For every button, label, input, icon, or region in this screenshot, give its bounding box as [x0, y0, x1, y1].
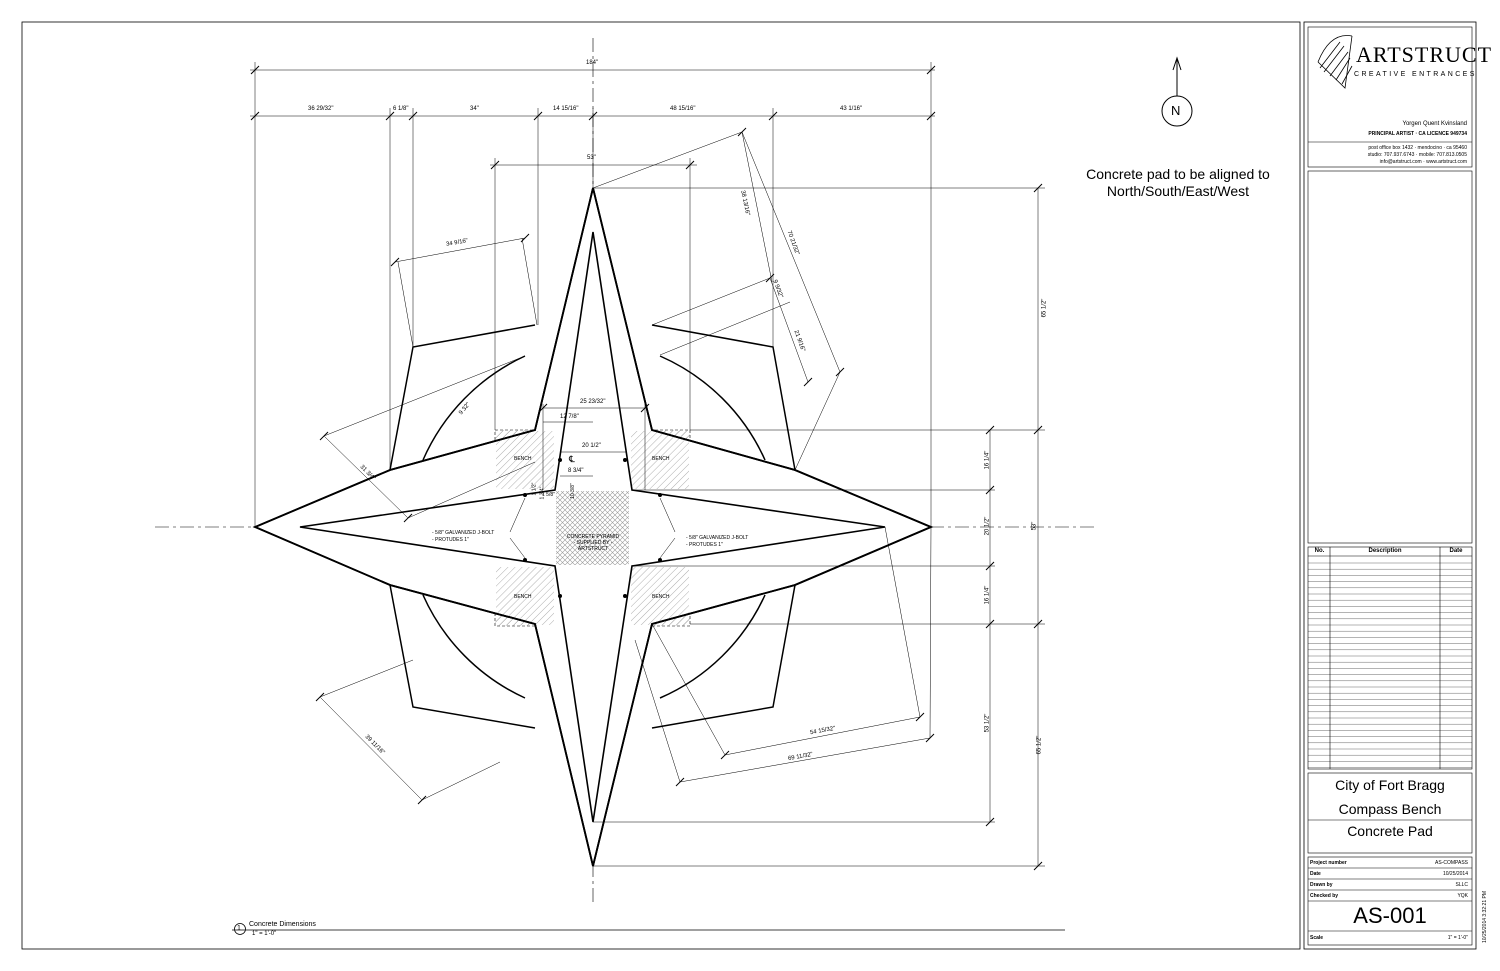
dim-20-1-2: 20 1/2": [582, 443, 601, 449]
logo-mark: [1317, 35, 1353, 89]
field-label-date: Date: [1310, 871, 1321, 877]
revision-header-no: No.: [1314, 548, 1325, 554]
pyramid-line-1: CONCRETE PYRAMID: [566, 534, 620, 540]
contact-line-3: info@artstruct.com · www.artstruct.com: [1379, 159, 1467, 165]
dim-right-53-1-2: 53 1/2": [984, 713, 991, 733]
caption-number: 1: [237, 925, 241, 932]
contact-line-2: studio: 707.937.6743 · mobile: 707.813.0…: [1367, 152, 1467, 158]
jbolt-label-right: - 5/8" GALVANIZED J-BOLT - PROTUDES 1": [686, 535, 748, 549]
dimension-lines: [232, 62, 1065, 931]
dim-1-5-8: 1 5/8": [542, 492, 555, 498]
jbolt-leaders: [509, 497, 676, 559]
pyramid-label: CONCRETE PYRAMID - SUPPLIED BY - ARTSTRU…: [556, 534, 630, 552]
alignment-note-line-1: Concrete pad to be aligned to: [1086, 166, 1270, 182]
bench-label-sw: BENCH: [514, 594, 532, 600]
revision-header-description: Description: [1368, 548, 1402, 554]
dim-overall-width: 184": [586, 60, 599, 66]
dim-right-65-1-2-top: 65 1/2": [1041, 298, 1048, 318]
scale-value: 1" = 1'-0": [1447, 935, 1468, 941]
dim-top-53: 53": [587, 155, 596, 161]
bench-label-se: BENCH: [652, 594, 670, 600]
field-label-project-number: Project number: [1310, 860, 1347, 866]
jbolt-left-line-1: - 5/8" GALVANIZED J-BOLT: [432, 530, 495, 536]
artist-name: Yorgen Quent Kvinsland: [1402, 121, 1468, 127]
dim-seg4: 14 15/16": [553, 106, 579, 112]
dim-25-23-32: 25 23/32": [580, 399, 606, 405]
revision-header-date: Date: [1449, 548, 1463, 554]
dim-seg5: 48 15/16": [670, 106, 696, 112]
jbolt-left-line-2: - PROTUDES 1": [432, 537, 469, 543]
caption-scale: 1" = 1'-0": [252, 931, 277, 937]
sheet-border: [21, 21, 1301, 950]
dim-seg1: 36 29/32": [308, 106, 334, 112]
alignment-note: Concrete pad to be aligned to North/Sout…: [1060, 166, 1296, 200]
pyramid-line-3: ARTSTRUCT: [577, 546, 609, 552]
logo-text: ARTSTRUCT: [1356, 42, 1493, 67]
jbolt-label-left: - 5/8" GALVANIZED J-BOLT - PROTUDES 1": [432, 530, 494, 544]
dim-10-3-8: 10 3/8": [569, 483, 576, 499]
north-label: N: [1171, 103, 1181, 118]
caption-title: Concrete Dimensions: [249, 921, 316, 928]
title-block-lines: [1307, 26, 1473, 946]
dim-right-20-1-2: 20 1/2": [984, 516, 991, 536]
project-title-2: Compass Bench: [1338, 801, 1442, 817]
alignment-note-line-2: North/South/East/West: [1106, 183, 1250, 199]
bench-label-ne: BENCH: [652, 456, 670, 462]
dim-right-16-1-4-bottom: 16 1/4": [984, 585, 991, 605]
field-label-drawn-by: Drawn by: [1310, 882, 1333, 888]
dim-right-65-1-2-bottom: 65 1/2": [1036, 735, 1043, 755]
bench-label-nw: BENCH: [514, 456, 532, 462]
dim-right-16-1-4-top: 16 1/4": [984, 450, 991, 470]
print-timestamp: 10/25/2014 3:32:21 PM: [1482, 891, 1488, 943]
north-arrow: [1161, 56, 1193, 127]
artist-role: PRINCIPAL ARTIST · CA LICENCE 949734: [1368, 131, 1467, 137]
dim-right-53: 53": [1031, 521, 1038, 531]
contact-line-1: post office box 1432 · mendocino · ca 95…: [1368, 145, 1467, 151]
centerline-symbol: ℄: [569, 454, 575, 464]
sheet-number: AS-001: [1353, 903, 1427, 928]
caption-circle: [234, 923, 246, 935]
field-value-project-number: AS-COMPASS: [1435, 860, 1468, 866]
logo-subtext: CREATIVE ENTRANCES: [1354, 71, 1477, 78]
jbolt-right-line-1: - 5/8" GALVANIZED J-BOLT: [686, 535, 749, 541]
dim-seg6: 43 1/16": [840, 106, 863, 112]
field-value-date: 10/25/2014: [1442, 871, 1468, 877]
field-value-drawn-by: SLLC: [1455, 882, 1468, 888]
dim-12-7-8: 12 7/8": [560, 414, 579, 420]
field-value-checked-by: YQK: [1457, 893, 1468, 899]
pyramid-line-2: - SUPPLIED BY -: [573, 540, 613, 546]
dim-1-1-2: 1 1/2": [531, 482, 538, 496]
dim-seg3: 34": [470, 106, 479, 112]
jbolt-points: [523, 458, 662, 598]
field-label-checked-by: Checked by: [1310, 893, 1339, 899]
scale-label: Scale: [1310, 935, 1324, 941]
dim-seg2: 6 1/8": [393, 106, 409, 112]
tick-marks: [250, 65, 1043, 871]
jbolt-right-line-2: - PROTUDES 1": [686, 542, 723, 548]
project-title-3: Concrete Pad: [1347, 823, 1433, 839]
revision-rows: [1308, 562, 1472, 768]
circle-arcs: [422, 355, 766, 699]
dim-8-3-4: 8 3/4": [568, 468, 584, 474]
project-title-1: City of Fort Bragg: [1335, 777, 1445, 793]
title-block-border: [1303, 21, 1477, 950]
